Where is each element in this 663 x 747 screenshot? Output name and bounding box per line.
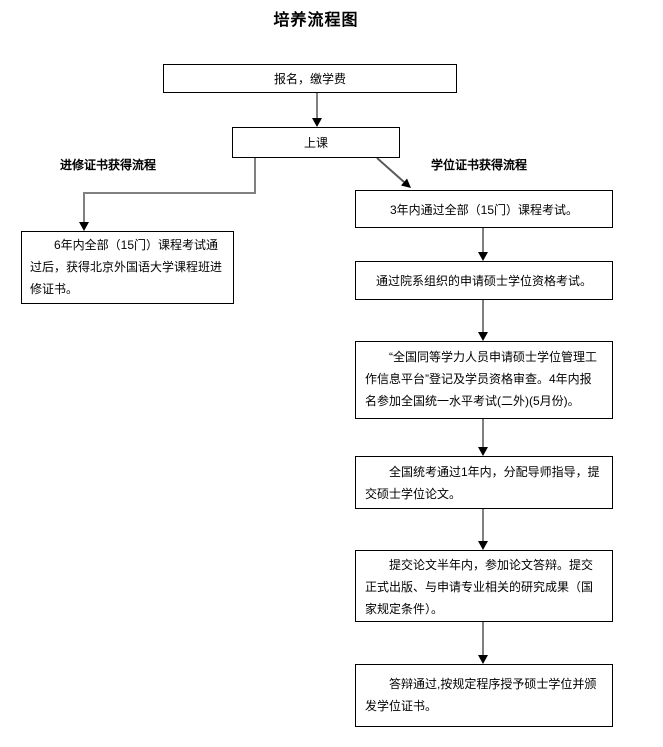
node-enroll-pay-tuition: 报名，缴学费	[163, 64, 457, 93]
arrowhead-into-step5	[478, 541, 488, 550]
node-degree-step-5: 提交论文半年内，参加论文答辩。提交正式出版、与申请专业相关的研究成果（国家规定条…	[355, 550, 613, 622]
arrowhead-into-step4	[478, 447, 488, 456]
arrowhead-into-step6	[478, 655, 488, 664]
node-degree-step-6: 答辩通过,按规定程序授予硕士学位并颁发学位证书。	[355, 664, 613, 727]
arrowhead-into-left-cert	[79, 222, 89, 231]
arrowhead-into-attend	[312, 118, 322, 127]
node-degree-step-2: 通过院系组织的申请硕士学位资格考试。	[355, 261, 613, 300]
branch-label-certificate-process: 进修证书获得流程	[60, 158, 157, 172]
connector-attend-to-degree-branch	[376, 157, 405, 183]
node-degree-step-3: “全国同等学力人员申请硕士学位管理工作信息平台”登记及学员资格审查。4年内报名参…	[355, 341, 613, 419]
node-degree-step-4: 全国统考通过1年内，分配导师指导，提交硕士学位论文。	[355, 456, 613, 509]
arrowhead-into-step2	[478, 252, 488, 261]
connector-attend-to-left-cert	[83, 158, 256, 223]
branch-label-degree-process: 学位证书获得流程	[431, 158, 528, 172]
arrowhead-into-step3	[478, 332, 488, 341]
arrowhead-into-step1	[401, 178, 411, 188]
node-study-certificate: 6年内全部（15门）课程考试通过后，获得北京外国语大学课程班进修证书。	[21, 231, 234, 304]
node-attend-class: 上课	[232, 127, 400, 158]
page-title: 培养流程图	[273, 12, 359, 29]
node-degree-step-1: 3年内通过全部（15门）课程考试。	[355, 190, 613, 228]
